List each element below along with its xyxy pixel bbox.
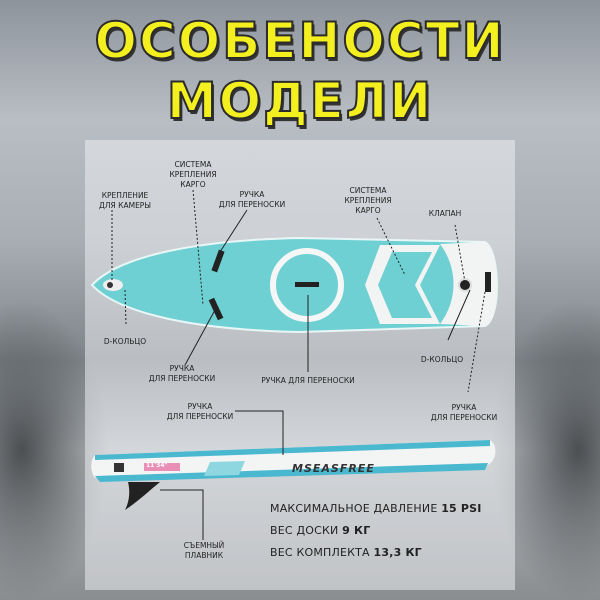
content-panel — [85, 140, 515, 590]
brand-logo: MSEASFREE — [292, 462, 375, 475]
spec-board-weight: ВЕС ДОСКИ 9 КГ — [270, 524, 371, 537]
callout-valve: КЛАПАН — [428, 209, 462, 218]
board-side-view — [91, 440, 496, 510]
spec-max-pressure: МАКСИМАЛЬНОЕ ДАВЛЕНИЕ 15 PSI — [270, 502, 482, 515]
spec-kit-weight: ВЕС КОМПЛЕКТА 13,3 КГ — [270, 546, 422, 559]
callout-lines — [111, 189, 486, 540]
title-line-1: ОСОБЕНОСТИ — [94, 11, 506, 71]
board-size: 11'34" — [146, 462, 168, 469]
title-line-2: МОДЕЛИ — [166, 71, 434, 131]
board-top-view — [90, 236, 498, 334]
callout-d-ring-left: D-КОЛЬЦО — [103, 337, 147, 346]
callout-handle-center: РУЧКА ДЛЯ ПЕРЕНОСКИ — [261, 376, 355, 385]
callout-d-ring-right: D-КОЛЬЦО — [420, 355, 464, 364]
